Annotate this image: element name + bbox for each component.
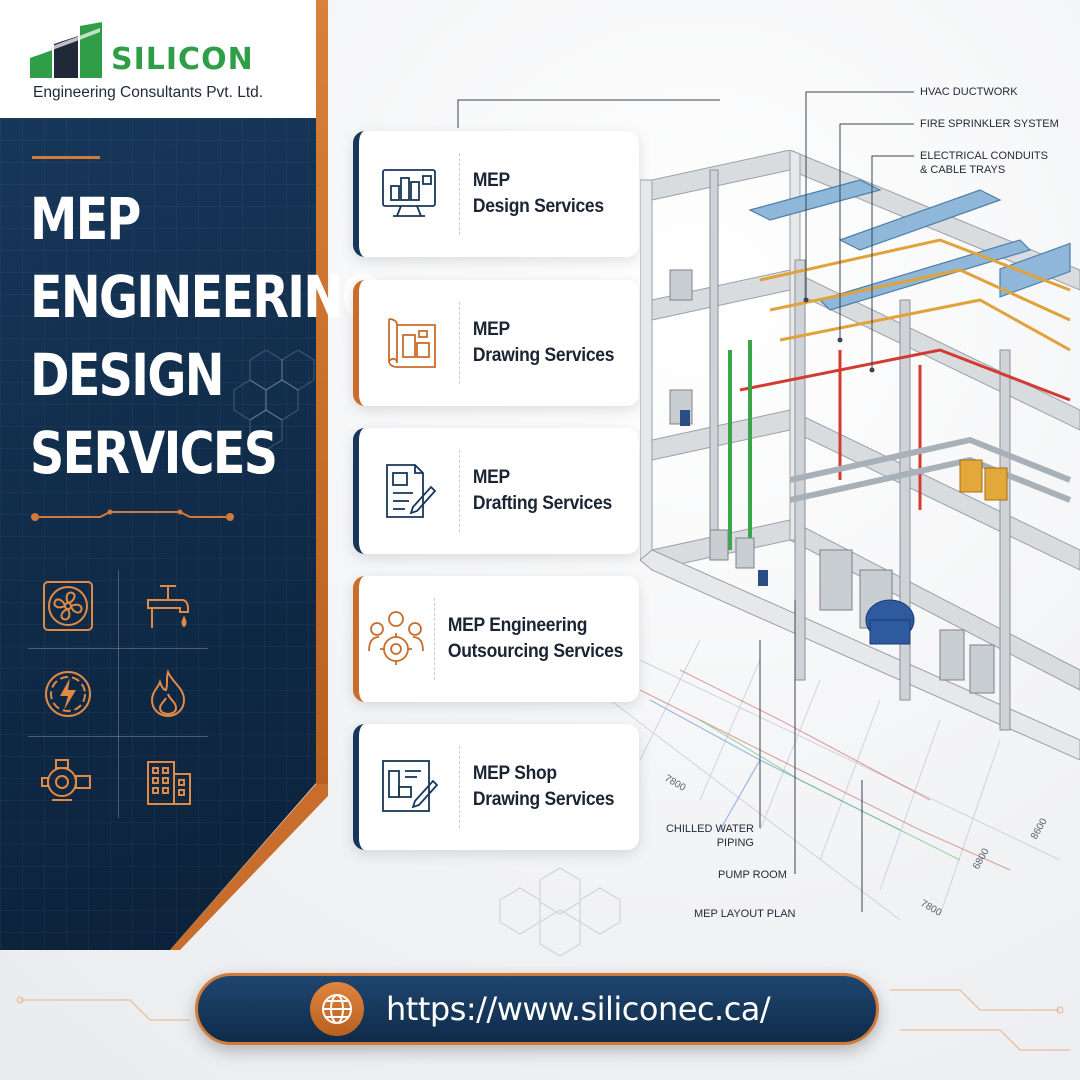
blueprint-roll-icon (359, 313, 459, 373)
document-pen-icon (359, 461, 459, 521)
orange-accent-strip (316, 0, 328, 790)
service-card-line: Drafting Services (472, 493, 612, 514)
callout-line: CHILLED WATER (665, 823, 754, 835)
circuit-trace-decoration (16, 989, 1070, 1051)
faucet-icon (120, 568, 216, 644)
callout-pump-room: PUMP ROOM (718, 869, 787, 881)
headline-line: MEP (30, 185, 141, 253)
icon-grid-divider (118, 570, 119, 818)
globe-icon (310, 982, 364, 1036)
callout-chilled-water: CHILLED WATER PIPING (654, 822, 754, 850)
callout-electrical: ELECTRICAL CONDUITS & CABLE TRAYS (920, 149, 1048, 177)
headline-accent-line (32, 156, 100, 159)
callout-line: & CABLE TRAYS (920, 164, 1006, 176)
service-card-drafting[interactable]: MEP Drafting Services (353, 428, 639, 554)
service-card-label: MEP Design Services (460, 168, 604, 220)
callout-fire-sprinkler: FIRE SPRINKLER SYSTEM (920, 118, 1059, 130)
card-divider (459, 450, 460, 532)
service-card-drawing[interactable]: MEP Drawing Services (353, 280, 639, 406)
mep-building-illustration (640, 150, 1080, 760)
monitor-blueprint-icon (359, 164, 459, 224)
service-card-line: MEP (472, 319, 510, 340)
service-card-label: MEP Drawing Services (460, 317, 615, 369)
callout-hvac: HVAC DUCTWORK (920, 86, 1018, 98)
brand-name: SILICON (111, 42, 254, 77)
team-gear-icon (359, 609, 434, 669)
icon-grid-divider (28, 648, 208, 649)
service-card-outsourcing[interactable]: MEP Engineering Outsourcing Services (353, 576, 639, 702)
card-divider (459, 746, 460, 828)
website-url-bar[interactable]: https://www.siliconec.ca/ (195, 973, 879, 1045)
callout-line: PIPING (716, 837, 754, 849)
service-card-shop-drawing[interactable]: MEP Shop Drawing Services (353, 724, 639, 850)
service-card-line: Outsourcing Services (447, 641, 623, 662)
card-divider (459, 153, 460, 235)
service-card-line: Drawing Services (472, 345, 615, 366)
card-divider (433, 598, 435, 680)
fan-icon (20, 568, 116, 644)
building-icon (120, 744, 216, 820)
website-url[interactable]: https://www.siliconec.ca/ (386, 990, 771, 1028)
service-card-design[interactable]: MEP Design Services (353, 131, 639, 257)
service-card-line: Drawing Services (472, 789, 615, 810)
service-card-label: MEP Shop Drawing Services (460, 761, 615, 813)
logo-header: SILICON Engineering Consultants Pvt. Ltd… (0, 0, 316, 118)
hexagon-decoration (233, 350, 315, 451)
card-divider (459, 302, 460, 384)
circuit-line-decoration (31, 509, 234, 521)
shop-drawing-pen-icon (359, 757, 459, 817)
service-card-line: MEP Shop (472, 763, 557, 784)
headline-line: SERVICES (30, 419, 278, 487)
brand-subtitle: Engineering Consultants Pvt. Ltd. (33, 84, 264, 101)
lightning-icon (20, 656, 116, 732)
flame-icon (120, 656, 216, 732)
service-card-line: MEP Engineering (447, 615, 587, 636)
icon-grid-divider (28, 736, 208, 737)
left-panel (0, 118, 316, 950)
service-card-line: MEP (472, 170, 510, 191)
service-card-label: MEP Engineering Outsourcing Services (435, 613, 623, 665)
service-card-line: MEP (472, 467, 510, 488)
service-card-line: Design Services (472, 196, 604, 217)
pump-icon (20, 744, 116, 820)
service-card-label: MEP Drafting Services (460, 465, 612, 517)
headline-line: DESIGN (30, 341, 225, 409)
silicon-logo-icon (30, 22, 102, 78)
callout-layout-plan: MEP LAYOUT PLAN (694, 908, 796, 920)
callout-line: ELECTRICAL CONDUITS (920, 150, 1048, 162)
